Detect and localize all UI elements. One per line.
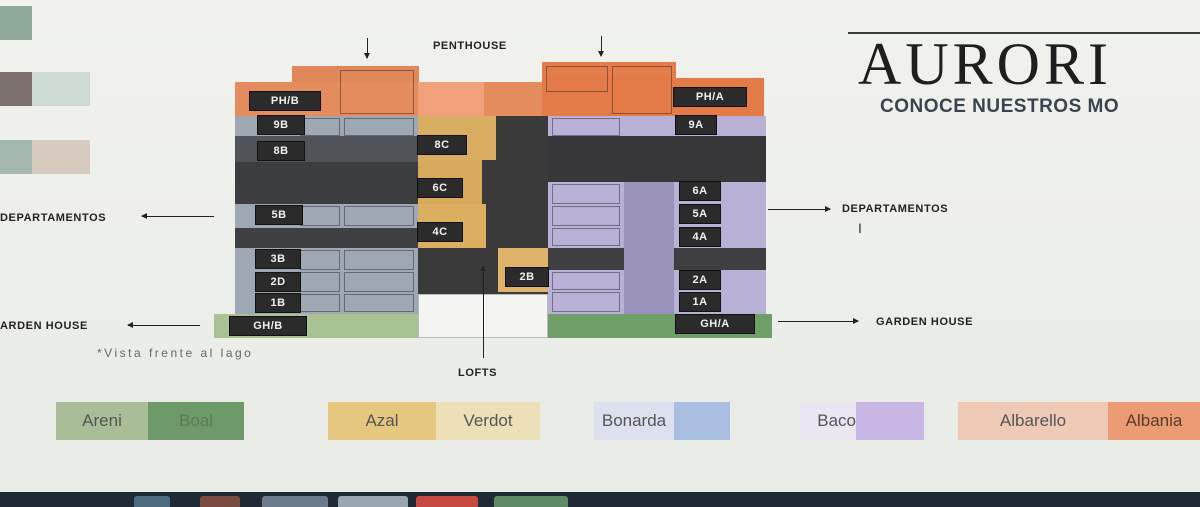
taskbar-app-2[interactable] xyxy=(200,496,240,507)
penthouse-arrow-left-icon xyxy=(364,38,370,59)
brand-subtitle: CONOCE NUESTROS MO xyxy=(880,96,1120,117)
text-cursor-icon: I xyxy=(858,220,862,236)
window xyxy=(612,66,672,114)
legend-baco[interactable]: Baco xyxy=(800,402,924,440)
window xyxy=(344,272,414,292)
garden-house-right-label: GARDEN HOUSE xyxy=(876,316,974,328)
ph-core xyxy=(418,82,484,116)
left-swatch xyxy=(0,72,32,106)
window xyxy=(344,206,414,226)
unit-2b[interactable]: 2B xyxy=(506,268,548,286)
legend-areni-boal[interactable]: Areni Boal xyxy=(56,402,244,440)
unit-ph-a[interactable]: PH/A xyxy=(674,88,746,106)
unit-2a[interactable]: 2A xyxy=(680,271,720,289)
unit-1b[interactable]: 1B xyxy=(256,294,300,312)
left-swatch xyxy=(32,72,90,106)
window xyxy=(552,228,620,246)
lofts-label: LOFTS xyxy=(458,367,498,379)
taskbar-app-3[interactable] xyxy=(262,496,328,507)
ph-left-top xyxy=(292,66,419,84)
col-b-dark-2 xyxy=(235,228,418,248)
legend-baco-swatch[interactable] xyxy=(856,402,924,440)
taskbar-app-6[interactable] xyxy=(494,496,568,507)
col-a-stair xyxy=(624,182,674,314)
legend-verdot[interactable]: Verdot xyxy=(436,402,540,440)
unit-gh-b[interactable]: GH/B xyxy=(230,317,306,335)
window xyxy=(344,294,414,312)
unit-8c[interactable]: 8C xyxy=(418,136,466,154)
unit-5b[interactable]: 5B xyxy=(256,206,302,224)
legend-boal[interactable]: Boal xyxy=(148,402,244,440)
legend-bonarda-label[interactable]: Bonarda xyxy=(594,402,674,440)
departamentos-left-label: DEPARTAMENTOS xyxy=(0,212,107,224)
unit-5a[interactable]: 5A xyxy=(680,205,720,223)
col-b-dark-1 xyxy=(235,160,418,204)
window xyxy=(300,250,340,270)
brand-title: AURORI xyxy=(858,31,1113,97)
lofts-arrow-icon xyxy=(480,265,486,358)
window xyxy=(300,294,340,312)
taskbar-app-1[interactable] xyxy=(134,496,170,507)
unit-6a[interactable]: 6A xyxy=(680,182,720,200)
departamentos-right-arrow-icon xyxy=(768,206,831,212)
col-a-dark-1 xyxy=(548,136,766,182)
screen: AURORI CONOCE NUESTROS MO PENTHOUSE xyxy=(0,0,1200,492)
legend-azal[interactable]: Azal xyxy=(328,402,436,440)
left-swatch xyxy=(0,6,32,40)
legend-albania[interactable]: Albania xyxy=(1108,402,1200,440)
garden-right-arrow-icon xyxy=(778,318,859,324)
legend-bonarda-swatch[interactable] xyxy=(674,402,730,440)
unit-6c[interactable]: 6C xyxy=(418,179,462,197)
window xyxy=(552,118,620,136)
penthouse-arrow-right-icon xyxy=(598,36,604,57)
unit-gh-a[interactable]: GH/A xyxy=(676,315,754,333)
unit-3b[interactable]: 3B xyxy=(256,250,300,268)
legend-baco-label[interactable]: Baco xyxy=(800,402,856,440)
garden-left-arrow-icon xyxy=(127,322,200,328)
taskbar-app-5[interactable] xyxy=(416,496,478,507)
legend-areni[interactable]: Areni xyxy=(56,402,148,440)
unit-9b[interactable]: 9B xyxy=(258,116,304,134)
unit-4c[interactable]: 4C xyxy=(418,223,462,241)
taskbar xyxy=(0,492,1200,507)
taskbar-app-4[interactable] xyxy=(338,496,408,507)
penthouse-label: PENTHOUSE xyxy=(433,40,507,52)
unit-2d[interactable]: 2D xyxy=(256,273,300,291)
unit-1a[interactable]: 1A xyxy=(680,293,720,311)
departamentos-left-arrow-icon xyxy=(141,213,214,219)
window xyxy=(340,70,414,114)
window xyxy=(344,118,414,136)
legend-bonarda[interactable]: Bonarda xyxy=(594,402,730,440)
window xyxy=(546,66,608,92)
window xyxy=(552,292,620,312)
window xyxy=(300,118,340,136)
left-swatch xyxy=(32,140,90,174)
window xyxy=(552,184,620,204)
unit-4a[interactable]: 4A xyxy=(680,228,720,246)
brand-rule xyxy=(848,32,1200,34)
window xyxy=(344,250,414,270)
legend-azal-verdot[interactable]: Azal Verdot xyxy=(328,402,540,440)
unit-ph-b[interactable]: PH/B xyxy=(250,92,320,110)
window xyxy=(552,206,620,226)
garden-house-left-label: ARDEN HOUSE xyxy=(0,320,88,332)
legend-albarello[interactable]: Albarello xyxy=(958,402,1108,440)
left-swatch xyxy=(0,140,32,174)
window xyxy=(300,206,340,226)
unit-8b[interactable]: 8B xyxy=(258,142,304,160)
unit-9a[interactable]: 9A xyxy=(676,116,716,134)
window xyxy=(300,272,340,292)
legend-albarello-albania[interactable]: Albarello Albania xyxy=(958,402,1200,440)
lake-view-note: *Vista frente al lago xyxy=(97,346,254,360)
window xyxy=(552,272,620,290)
departamentos-right-label: DEPARTAMENTOS xyxy=(842,203,949,215)
